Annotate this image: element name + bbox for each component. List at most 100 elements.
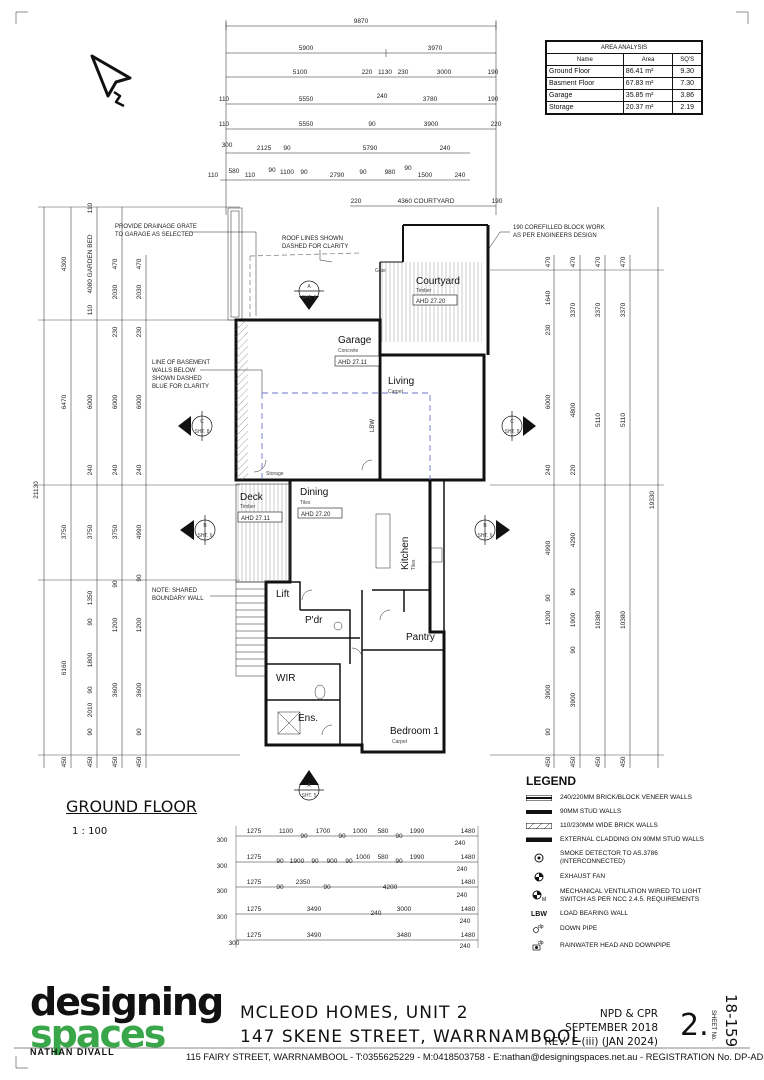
dim-label: 90 [300,833,308,840]
dim-label: 1350 [87,590,94,605]
dim-label: 450 [595,756,602,767]
dim-label: 3970 [428,45,443,52]
room-label-ens: Ens. [298,713,318,724]
dim-label: 450 [61,756,68,767]
area-col-area: Area [622,53,674,66]
note-drainage: TO GARAGE AS SELECTED [115,232,194,238]
legend-item: dp DOWN PIPE [526,924,716,934]
dim-label: 90 [395,833,403,840]
stud-wall-swatch-icon [526,810,552,814]
dim-label: 90 [323,884,331,891]
note-leaders [190,231,510,597]
dim-label: 5110 [595,413,602,427]
dim-label: 230 [398,69,409,76]
dim-label: 470 [136,258,143,269]
section-sheet: SHT. 5 [301,793,316,799]
dim-label: 10380 [595,611,602,629]
dim-label: 6470 [61,394,68,409]
dim-label: 1480 [461,854,476,861]
dim-label: 240 [455,172,466,179]
dim-label: 4800 [570,402,577,417]
dim-label: 4080 GARDEN BED [87,234,94,294]
section-marker-c-left: C SHT. 8 [178,411,213,441]
dim-label: 6000 [87,394,94,409]
dim-label: 980 [385,169,396,176]
legend-item: 90MM STUD WALLS [526,808,716,816]
dim-label: 3600 [136,682,143,697]
dim-label: 3750 [61,524,68,539]
note-basement: BLUE FOR CLARITY [152,384,209,390]
dim-label: 1990 [410,854,425,861]
area-table-title: AREA ANALYSIS [546,41,702,54]
stairs [235,581,267,677]
dim-label: 300 [217,837,228,844]
dim-label: 3480 [397,932,412,939]
dim-label: 90 [276,884,284,891]
right-dim-labels: 19330 470 1640 230 6000 240 4990 90 1200… [545,256,656,767]
sheet-number: 2. [680,1008,709,1043]
dim-label: 2790 [330,172,345,179]
room-label-lift: Lift [276,589,290,600]
section-sheet: SHT. 6 [197,533,212,539]
dim-label: 190 [492,198,503,205]
dim-label: 90 [395,858,403,865]
dim-label: 6000 [112,394,119,409]
legend-item: M MECHANICAL VENTILATION WIRED TO LIGHT … [526,888,716,904]
dim-label: 240 [136,464,143,475]
area-col-name: Name [546,53,624,66]
dim-label: 580 [378,828,389,835]
dim-label: 4990 [136,524,143,539]
note-drainage: PROVIDE DRAINAGE GRATE [115,224,197,230]
brick-wide-swatch-icon [526,823,552,829]
downpipe-icon: dp [526,924,552,934]
dim-label: 240 [87,464,94,475]
dim-label: 230 [136,326,143,337]
dim-label: 240 [460,918,471,925]
dim-label: 110 [245,172,256,179]
dim-label: 90 [268,167,276,174]
dim-label: 470 [595,256,602,267]
dim-label: 110 [87,304,94,315]
dim-label: 2030 [112,284,119,299]
left-dim-labels: 21130 4300 6470 3750 6160 450 110 4080 G… [33,202,143,767]
dim-label: 90 [545,594,552,602]
dim-label: 190 [488,69,499,76]
dim-label: 90 [112,580,119,588]
dim-label: 300 [217,914,228,921]
legend-item: SMOKE DETECTOR TO AS.3786 (INTERCONNECTE… [526,850,716,866]
note-basement: LINE OF BASEMENT [152,360,210,366]
dim-label: 300 [217,888,228,895]
room-sub-label: Timber [240,504,256,510]
dim-label: 3370 [620,302,627,317]
top-dim-labels: 9870 5900 3970 5100 220 1130 230 3000 19… [208,18,503,205]
area-cell: 9.30 [672,65,702,78]
project-address: 147 SKENE STREET, WARRNAMBOOL [240,1027,582,1047]
building-outline [227,207,490,754]
section-letter: A [307,284,311,290]
dim-label: 90 [87,618,94,626]
sheet-number-label: SHEET No. [710,1010,716,1041]
dim-label: 5790 [363,145,378,152]
rainwater-head-icon: dp [526,940,552,952]
dim-label: 900 [327,858,338,865]
dim-label: 5100 [293,69,308,76]
dim-label: 3370 [570,302,577,317]
logo-designer-name: NATHAN DIVALL [30,1047,115,1057]
dim-label: 1000 [353,828,368,835]
dim-label: 240 [545,464,552,475]
dim-label: 470 [570,256,577,267]
dim-label: 90 [545,728,552,736]
dim-label: 90 [276,858,284,865]
svg-text:M: M [542,897,546,902]
dim-label: 90 [359,169,367,176]
note-shared-wall: NOTE: SHARED [152,588,198,594]
dim-label: 300 [222,142,233,149]
dim-label: 2125 [257,145,272,152]
dim-label: 450 [136,756,143,767]
dim-label: 3490 [307,906,322,913]
legend-item: 240/220MM BRICK/BLOCK VENEER WALLS [526,794,716,802]
dim-label: 90 [87,728,94,736]
dim-label: 90 [338,833,346,840]
note-basement: WALLS BELOW [152,368,196,374]
